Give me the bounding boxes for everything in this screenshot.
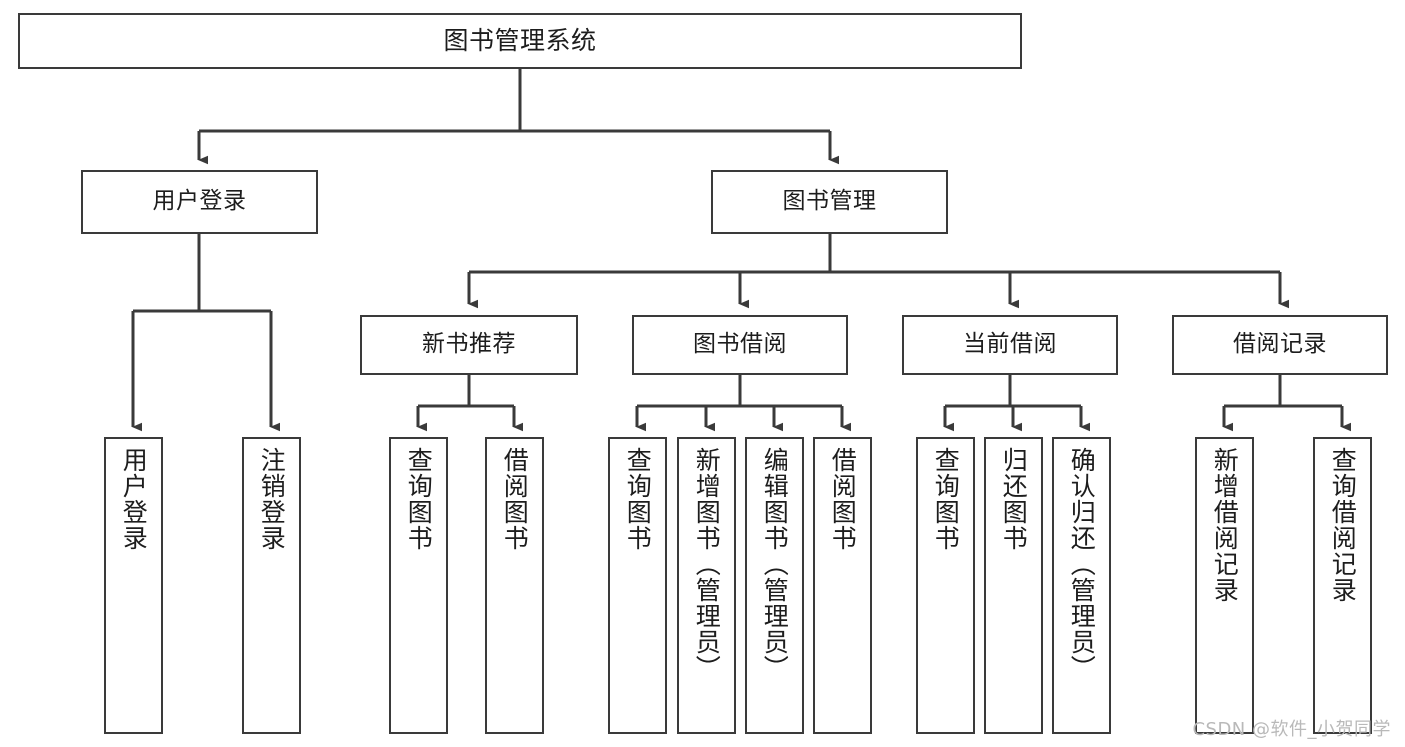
leaf-user-login-signin[interactable]: 用户登录 xyxy=(104,437,163,734)
node-label: 新增图书（管理员） xyxy=(692,447,722,681)
node-label: 查询图书 xyxy=(404,447,434,551)
node-label: 编辑图书（管理员） xyxy=(760,447,790,681)
node-label: 借阅记录 xyxy=(1233,331,1327,358)
node-label: 借阅图书 xyxy=(828,447,858,551)
node-label: 注销登录 xyxy=(257,447,287,551)
leaf-borrow-borrow-book[interactable]: 借阅图书 xyxy=(813,437,872,734)
node-label: 用户登录 xyxy=(152,188,247,215)
node-new-book-recommend[interactable]: 新书推荐 xyxy=(360,315,578,375)
node-label: 归还图书 xyxy=(999,447,1029,551)
watermark-text: CSDN @软件_小贺同学 xyxy=(1192,719,1391,740)
node-label: 用户登录 xyxy=(119,447,149,551)
leaf-current-return-book[interactable]: 归还图书 xyxy=(984,437,1043,734)
node-root-system[interactable]: 图书管理系统 xyxy=(18,13,1022,69)
node-label: 新书推荐 xyxy=(422,331,516,358)
leaf-borrow-query-book[interactable]: 查询图书 xyxy=(608,437,667,734)
leaf-recommend-query-book[interactable]: 查询图书 xyxy=(389,437,448,734)
node-label: 查询图书 xyxy=(931,447,961,551)
node-borrow-record[interactable]: 借阅记录 xyxy=(1172,315,1388,375)
leaf-current-query-book[interactable]: 查询图书 xyxy=(916,437,975,734)
node-book-borrow[interactable]: 图书借阅 xyxy=(632,315,848,375)
node-book-management[interactable]: 图书管理 xyxy=(711,170,948,234)
node-label: 查询图书 xyxy=(623,447,653,551)
leaf-record-query-record[interactable]: 查询借阅记录 xyxy=(1313,437,1372,734)
node-label: 查询借阅记录 xyxy=(1328,447,1358,603)
node-label: 当前借阅 xyxy=(963,331,1057,358)
node-label: 借阅图书 xyxy=(500,447,530,551)
leaf-user-login-signout[interactable]: 注销登录 xyxy=(242,437,301,734)
leaf-record-add-record[interactable]: 新增借阅记录 xyxy=(1195,437,1254,734)
leaf-current-confirm-return[interactable]: 确认归还（管理员） xyxy=(1052,437,1111,734)
node-label: 图书借阅 xyxy=(693,331,787,358)
node-label: 图书管理 xyxy=(782,188,877,215)
node-label: 新增借阅记录 xyxy=(1210,447,1240,603)
node-user-login[interactable]: 用户登录 xyxy=(81,170,318,234)
node-current-borrow[interactable]: 当前借阅 xyxy=(902,315,1118,375)
leaf-recommend-borrow-book[interactable]: 借阅图书 xyxy=(485,437,544,734)
leaf-borrow-add-book[interactable]: 新增图书（管理员） xyxy=(677,437,736,734)
node-label: 图书管理系统 xyxy=(443,26,597,56)
node-label: 确认归还（管理员） xyxy=(1067,447,1097,681)
leaf-borrow-edit-book[interactable]: 编辑图书（管理员） xyxy=(745,437,804,734)
